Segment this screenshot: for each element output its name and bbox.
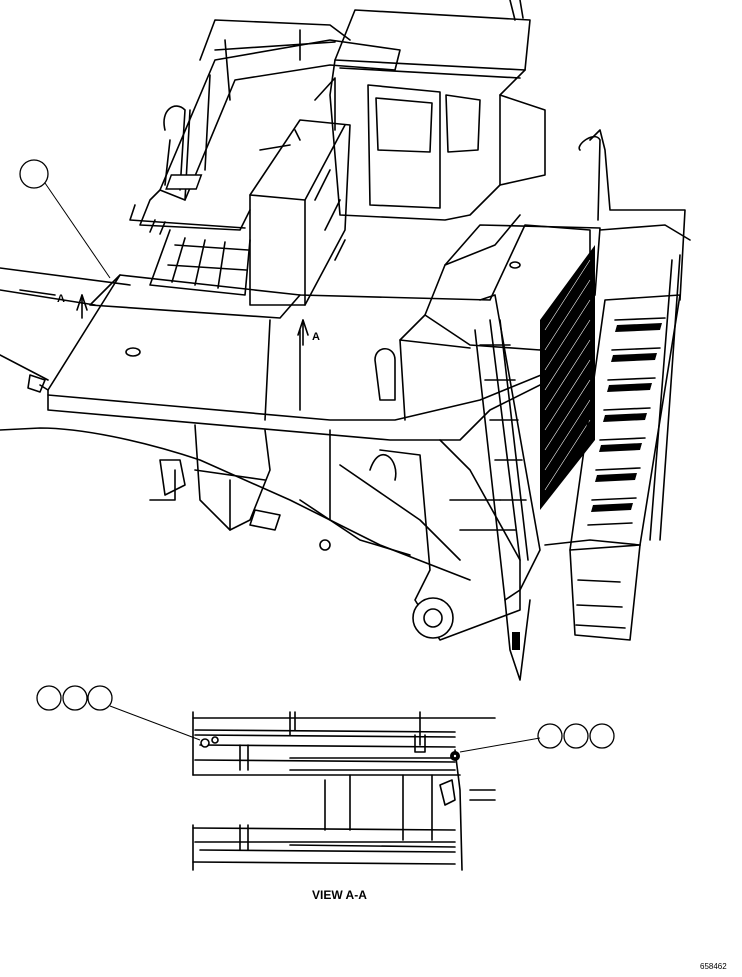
upper-deck — [139, 19, 401, 231]
detail-view-a-a — [36, 685, 615, 871]
section-marker-left: A — [57, 293, 88, 319]
svg-text:A: A — [312, 331, 320, 343]
main-deck-plate — [39, 224, 591, 441]
machine-isometric-view: A A — [0, 0, 691, 681]
left-walkway — [129, 204, 251, 296]
svg-text:A: A — [57, 293, 65, 305]
callout-top — [19, 159, 111, 279]
radiator-grille — [540, 245, 595, 510]
drawing-code: 658462 — [700, 962, 727, 971]
engine-module — [165, 119, 351, 306]
callout-view-left — [36, 685, 201, 741]
stairway — [544, 129, 691, 641]
lower-frame — [149, 339, 521, 641]
section-marker-right: A — [297, 319, 320, 346]
view-caption: VIEW A-A — [312, 888, 367, 902]
boarding-ladder — [474, 294, 541, 681]
operator-cab — [314, 0, 546, 221]
callout-view-right — [459, 723, 615, 753]
